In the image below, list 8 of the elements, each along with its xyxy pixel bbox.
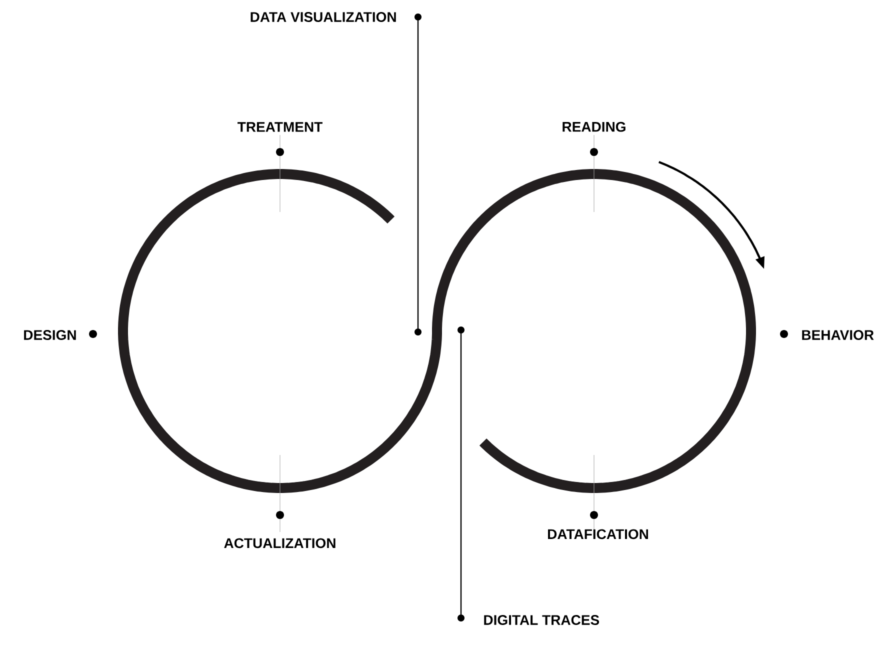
leader-label: DATA VISUALIZATION xyxy=(250,12,396,22)
axis-label: DESIGN xyxy=(24,330,76,340)
axis-label: DATAFICATION xyxy=(548,529,648,540)
axis-label: READING xyxy=(562,122,626,132)
leader-label: DIGITAL TRACES xyxy=(484,615,600,625)
axis-label: ACTUALIZATION xyxy=(224,538,336,548)
axis-label: TREATMENT xyxy=(238,122,322,132)
axis-label: BEHAVIOR xyxy=(802,330,874,340)
